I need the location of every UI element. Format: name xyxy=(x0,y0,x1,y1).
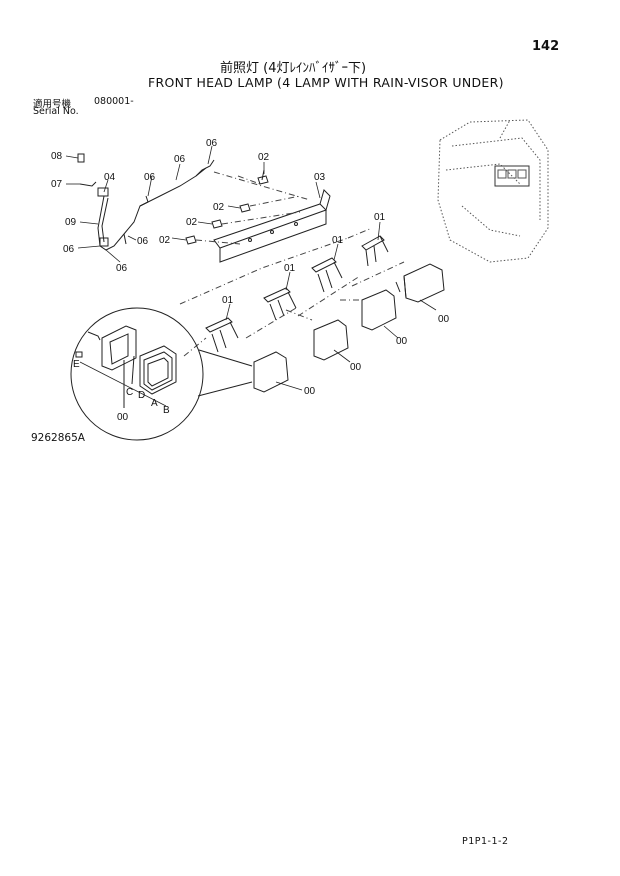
serial-label-english: Serial No. xyxy=(33,106,79,117)
callout-00-detail: 00 xyxy=(117,412,129,423)
callout-02-b: 02 xyxy=(213,202,225,213)
lamp-stay-01-c xyxy=(311,257,343,293)
clip-07 xyxy=(79,181,97,187)
callout-02-c: 02 xyxy=(186,217,198,228)
callout-01-a: 01 xyxy=(222,295,234,306)
head-lamp-00-d xyxy=(395,263,445,303)
lamp-stay-01-d xyxy=(361,235,389,267)
page-title-english: FRONT HEAD LAMP (4 LAMP WITH RAIN-VISOR … xyxy=(148,75,504,90)
callout-01-b: 01 xyxy=(284,263,296,274)
head-lamp-00-a xyxy=(253,351,289,393)
callout-06-top: 06 xyxy=(206,138,218,149)
lamp-bracket-03 xyxy=(213,189,331,263)
bolt-02-d xyxy=(185,235,197,245)
callout-03: 03 xyxy=(314,172,326,183)
callout-06-a: 06 xyxy=(174,154,186,165)
serial-label-japanese: 適用号機 xyxy=(33,99,72,110)
wire-harness xyxy=(97,159,215,251)
callout-00-d: 00 xyxy=(438,314,450,325)
bolt-02-c xyxy=(211,219,223,229)
callout-A: A xyxy=(151,398,158,409)
head-lamp-00-c xyxy=(361,289,397,331)
callout-D: D xyxy=(138,390,145,401)
lamp-stay-01-a xyxy=(205,317,239,353)
detail-view-circle xyxy=(70,307,253,441)
callout-06-c: 06 xyxy=(137,236,149,247)
callout-B: B xyxy=(163,405,170,416)
callout-07: 07 xyxy=(51,179,63,190)
callout-06-d: 06 xyxy=(116,263,128,274)
callout-00-c: 00 xyxy=(396,336,408,347)
serial-range: 080001- xyxy=(94,96,134,107)
screw-08 xyxy=(77,153,85,163)
cab-outline-drawing xyxy=(437,119,549,263)
callout-08: 08 xyxy=(51,151,63,162)
callout-02-d: 02 xyxy=(159,235,171,246)
assembly-lines xyxy=(179,171,405,357)
page-title-japanese: 前照灯 (4灯ﾚｲﾝﾊﾞｲｻﾞｰ下) xyxy=(220,61,367,76)
bolt-02-b xyxy=(239,203,251,213)
leader-lines xyxy=(65,145,437,391)
callout-01-c: 01 xyxy=(332,235,344,246)
bolt-02-a xyxy=(257,169,269,185)
head-lamp-00-b xyxy=(313,319,349,361)
callout-06-b: 06 xyxy=(144,172,156,183)
callout-09: 09 xyxy=(65,217,77,228)
callout-06-e: 06 xyxy=(63,244,75,255)
callout-C: C xyxy=(126,387,133,398)
callout-00-a: 00 xyxy=(304,386,316,397)
page-code: P1P1-1-2 xyxy=(462,836,509,847)
callout-00-b: 00 xyxy=(350,362,362,373)
figure-number: 9262865A xyxy=(31,432,85,444)
lamp-stay-01-b xyxy=(263,287,297,321)
callout-04: 04 xyxy=(104,172,116,183)
callout-01-d: 01 xyxy=(374,212,386,223)
callout-E: E xyxy=(73,359,80,370)
callout-02-a: 02 xyxy=(258,152,270,163)
page-number: 142 xyxy=(532,39,560,54)
